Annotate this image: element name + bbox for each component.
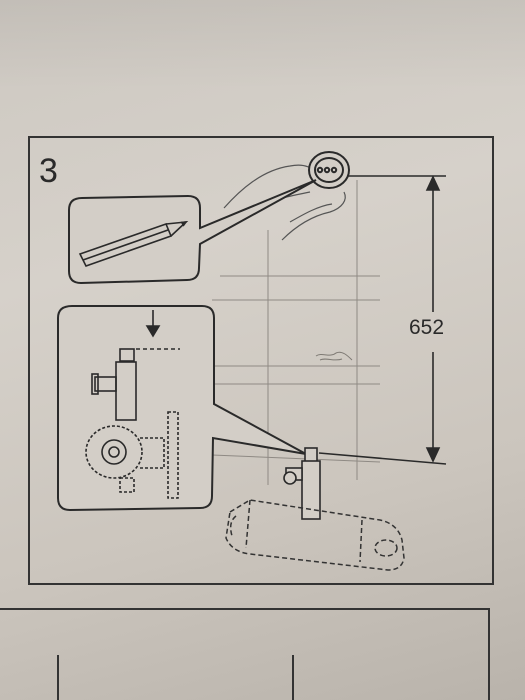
next-panel-frame <box>0 608 490 700</box>
next-panel-divider <box>292 655 294 700</box>
mixer-outline <box>225 499 405 571</box>
wall-mark <box>315 351 353 361</box>
wall-valve <box>283 447 321 520</box>
page-shadow <box>0 0 525 90</box>
instruction-panel <box>28 136 494 585</box>
valve-callout <box>57 305 307 512</box>
pencil-icon <box>78 220 189 267</box>
marker-disc <box>308 151 350 189</box>
next-panel-divider <box>57 655 59 700</box>
dimension-arrow <box>318 175 447 465</box>
step-number: 3 <box>39 152 58 190</box>
dimension-label: 652 <box>409 316 445 339</box>
pencil-callout <box>68 179 317 285</box>
tile-grid <box>211 180 381 485</box>
shower-valve-icon <box>85 310 180 499</box>
